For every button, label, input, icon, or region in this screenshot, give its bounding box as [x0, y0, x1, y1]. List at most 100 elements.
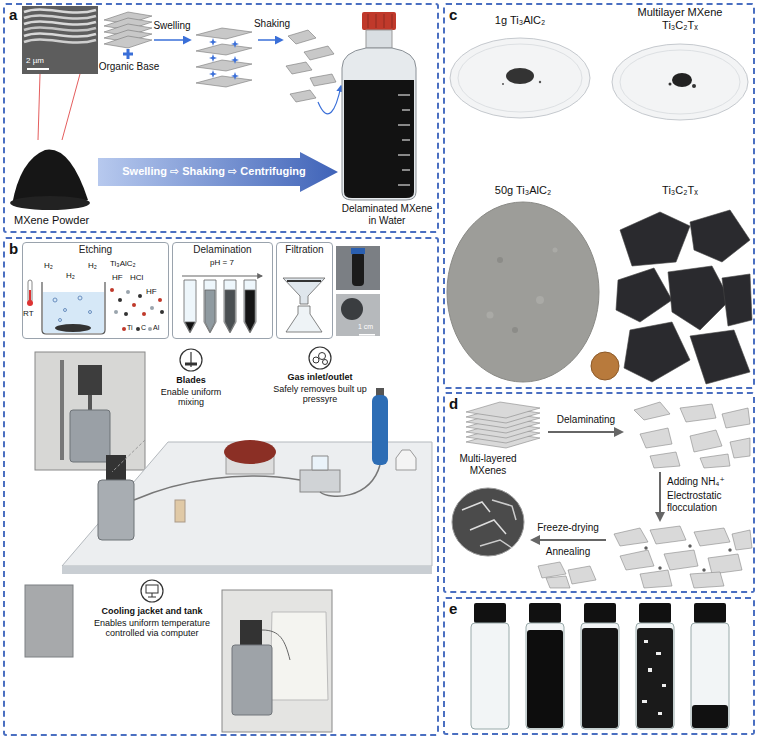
sem-image	[492, 500, 516, 520]
layered-stack	[104, 12, 152, 48]
panel-letter: d	[445, 394, 458, 411]
intercalant-stars	[231, 56, 239, 64]
lab-equipment	[396, 450, 416, 470]
step-label: Annealing	[528, 546, 608, 558]
legend-label: Al	[153, 324, 159, 332]
mxene-chunks	[616, 268, 672, 322]
atoms	[158, 298, 162, 302]
petri-dish	[450, 38, 590, 118]
intercalant-stars	[231, 40, 239, 48]
max-phase-powder	[487, 312, 494, 319]
bottle	[384, 14, 385, 28]
lab-equipment	[98, 388, 416, 540]
process-arrow	[98, 152, 338, 192]
centrifuge-tubes	[245, 290, 255, 332]
delaminated-flakes	[286, 62, 312, 74]
aerogel-flakes	[538, 562, 596, 588]
intercalant-stars	[209, 38, 239, 80]
atoms	[138, 294, 142, 298]
process-title: Filtration	[285, 244, 323, 255]
delaminated-flakes	[700, 454, 730, 468]
delaminated-flakes	[304, 46, 334, 60]
flocculated-flakes	[614, 528, 648, 546]
sem-image	[452, 488, 524, 556]
petri-dish	[539, 81, 541, 83]
callout-text: Enables uniform temperature controlled v…	[86, 618, 218, 639]
sem-image	[480, 540, 512, 548]
petri-dish	[450, 38, 590, 118]
process-arrow	[182, 275, 262, 276]
vial	[527, 630, 563, 728]
scale-label: 1 cm	[358, 323, 373, 331]
vial	[691, 623, 729, 729]
lab-equipment	[320, 465, 380, 496]
beaker	[55, 324, 91, 332]
vial	[474, 603, 506, 623]
plus-sign	[123, 53, 133, 56]
delaminated-flakes	[650, 452, 680, 468]
blades-icon	[180, 349, 202, 371]
reagent-label: Organic Base	[94, 61, 164, 73]
vial	[581, 623, 619, 729]
bottle	[342, 48, 416, 200]
delaminated-flakes	[640, 428, 672, 448]
lab-equipment	[300, 470, 340, 492]
max-phase-powder	[512, 327, 518, 333]
computer-icon	[152, 593, 153, 597]
lab-equipment	[175, 500, 185, 522]
swollen-stack	[196, 28, 252, 39]
sem-image	[24, 9, 96, 12]
flocculated-flakes	[614, 526, 752, 588]
intercalant-stars	[209, 54, 217, 62]
delaminated-flakes	[680, 404, 716, 422]
sample-label: 1g Ti₃AlC₂	[470, 14, 570, 27]
callout-title: Gas inlet/outlet	[272, 372, 368, 382]
computer-icon	[146, 585, 158, 593]
vial	[656, 652, 661, 655]
vial	[637, 628, 673, 728]
reactor-photo	[232, 645, 272, 715]
blades-icon	[180, 349, 202, 371]
vial	[648, 668, 652, 672]
flocculated-flakes	[703, 569, 706, 572]
mxene-chunks	[690, 330, 750, 384]
vial	[584, 603, 616, 623]
figure-panel: a	[3, 3, 439, 233]
swollen-stack	[196, 28, 252, 87]
bottle	[398, 95, 410, 96]
centrifuge-tubes	[205, 290, 215, 332]
beaker	[89, 311, 92, 314]
sem-image	[24, 33, 96, 36]
chemical-label: HCl	[130, 273, 143, 282]
atoms	[126, 290, 130, 294]
beaker	[59, 319, 62, 322]
bottle	[376, 14, 377, 28]
thermometer	[27, 280, 33, 306]
vial	[636, 603, 674, 729]
bottle	[398, 185, 410, 186]
zoom-lines	[38, 74, 40, 140]
vial	[471, 603, 509, 729]
sem-image	[470, 520, 506, 534]
centrifuge-tubes	[244, 280, 256, 333]
figure-panel: e	[443, 597, 755, 735]
delaminated-flakes	[310, 74, 336, 86]
lab-equipment	[112, 440, 145, 472]
flocculated-flakes	[689, 545, 692, 548]
chemical-label: H₂	[44, 261, 53, 270]
dispersion-photo	[336, 246, 380, 290]
reactor-photo	[240, 620, 262, 645]
vial	[694, 603, 726, 623]
condition-label: RT	[23, 309, 34, 318]
callout-text: Safely removes built up pressyre	[272, 384, 368, 405]
layered-stack	[104, 36, 152, 48]
vial	[471, 623, 509, 729]
delaminated-flakes	[288, 30, 316, 44]
flocculated-flakes	[640, 570, 672, 588]
legend-swatch	[148, 327, 152, 331]
legend-swatch	[136, 327, 140, 331]
panel-letter: c	[445, 5, 457, 22]
petri-dish	[669, 83, 672, 86]
vial	[644, 640, 648, 643]
panel-letter: a	[5, 5, 17, 22]
